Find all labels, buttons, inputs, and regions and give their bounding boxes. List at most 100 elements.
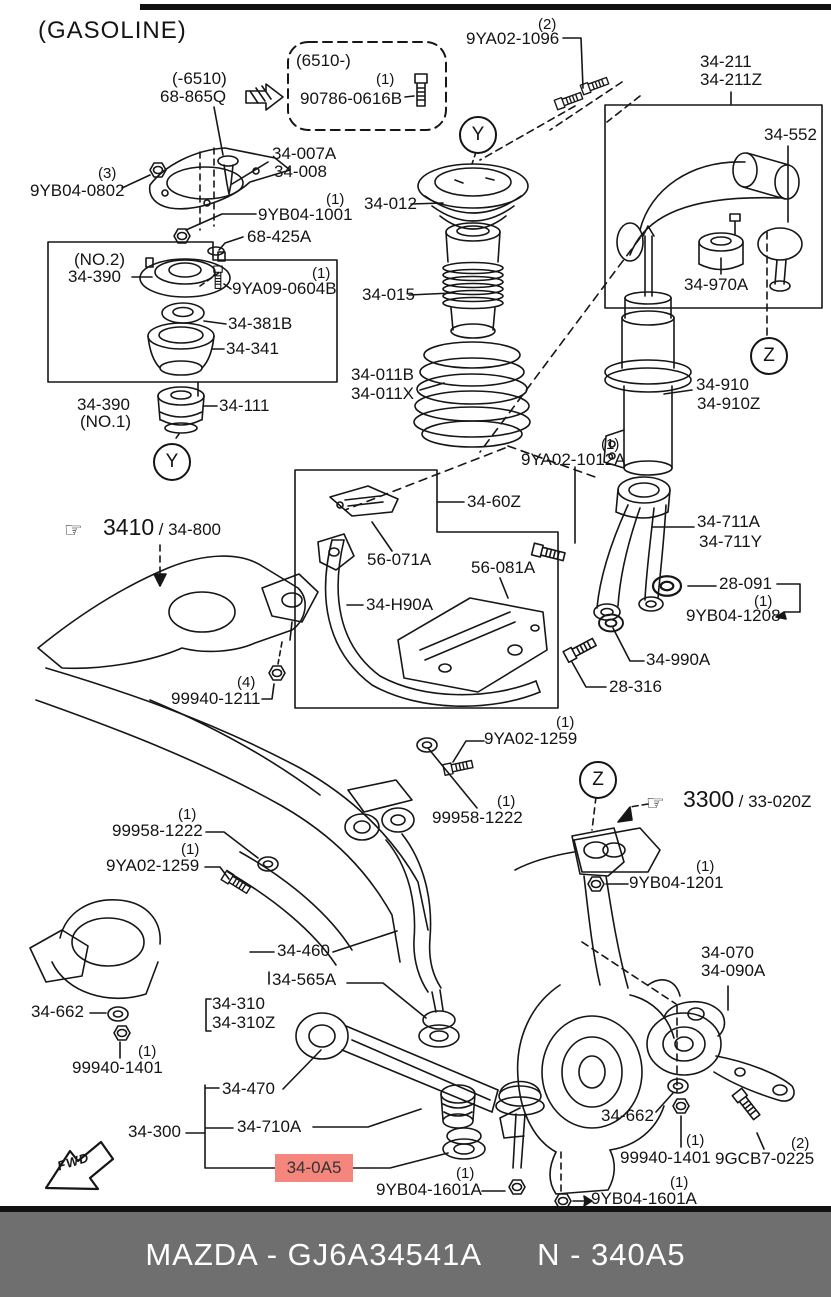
part-label-34-910: 34-910 — [696, 375, 749, 394]
part-label-99940-1401-left: 99940-1401 — [72, 1058, 163, 1077]
view-balloon-y-top: Y — [459, 116, 497, 154]
part-label-99940-1211: 99940-1211 — [171, 689, 261, 708]
part-label-34-007a: 34-007A — [272, 144, 337, 163]
stopper-34-970a — [698, 232, 744, 275]
part-label-28-316: 28-316 — [609, 677, 662, 696]
page-top-rule — [140, 4, 831, 10]
part-label-34-990a: 34-990A — [646, 650, 711, 669]
view-balloon-z-top: Z — [750, 337, 788, 375]
footer-catalog-code: MAZDA - GJ6A34541A — [145, 1236, 483, 1272]
mount-box-34-390 — [47, 241, 338, 397]
coil-spring-34-011b — [413, 341, 531, 448]
page-title: (GASOLINE) — [38, 17, 187, 44]
ref-number: 3410 — [103, 514, 155, 540]
footer-section-code: N - 340A5 — [537, 1236, 686, 1272]
part-label-9yb04-1208: 9YB04-1208 — [686, 606, 781, 625]
upper-control-arm-34-211 — [604, 91, 823, 309]
qty-label: (1) — [376, 71, 395, 88]
anchor-bracket-34-070 — [581, 941, 795, 1148]
highlighted-part-label-34-0a5: 34-0A5 — [275, 1154, 353, 1182]
part-label-34-970a: 34-970A — [684, 275, 749, 294]
clip-68-865q — [213, 106, 239, 195]
fwd-arrow — [44, 1140, 115, 1191]
nut-99940-1401-right — [672, 1098, 690, 1114]
bolt-9gcb7-0225 — [731, 1087, 765, 1150]
part-label-56-081a: 56-081A — [471, 558, 536, 577]
bracket-34-007a — [121, 147, 291, 256]
range-label: (6510-) — [296, 51, 351, 70]
part-label-34-011x: 34-011X — [351, 384, 415, 403]
qty-label: (1) — [497, 793, 516, 810]
part-label-9yb04-1601a-left: 9YB04-1601A — [376, 1180, 482, 1199]
part-label-34-015: 34-015 — [362, 285, 415, 304]
qty-label: (1) — [601, 436, 620, 453]
fork-34-711a — [574, 466, 695, 621]
part-label-34-390: 34-390 — [68, 267, 121, 286]
qty-label: (2) — [791, 1135, 810, 1152]
part-label-9gcb7-0225: 9GCB7-0225 — [715, 1149, 815, 1168]
subframe-drawing — [29, 544, 429, 1000]
part-label-9ya02-1259-left: 9YA02-1259 — [106, 856, 200, 875]
range-label: (-6510) — [172, 69, 227, 88]
part-label-34-011b: 34-011B — [351, 365, 415, 384]
qty-label: (1) — [556, 714, 575, 731]
nut-9yb04-1201 — [587, 876, 605, 892]
hand-pointer-icon: ☞ — [64, 519, 83, 542]
washer-34-662-right — [667, 1078, 689, 1094]
condition-box-6510 — [287, 41, 447, 131]
qty-label: (1) — [178, 806, 197, 823]
qty-label: (1) — [326, 191, 345, 208]
part-label-9yb04-1001: 9YB04-1001 — [258, 205, 353, 224]
part-label-9yb04-1201: 9YB04-1201 — [629, 873, 724, 892]
fasteners-right — [416, 737, 485, 809]
qty-label: (1) — [456, 1165, 475, 1182]
bolt-9ya02-1012a — [530, 542, 567, 564]
part-label-9ya09-0604b: 9YA09-0604B — [232, 279, 337, 298]
part-label-9yb04-0802: 9YB04-0802 — [30, 181, 125, 200]
brace-box-34-60z — [294, 469, 559, 709]
part-label-34-60z: 34-60Z — [467, 492, 521, 511]
footer-banner: MAZDA - GJ6A34541A N - 340A5 — [0, 1206, 831, 1297]
part-label-34-910z: 34-910Z — [697, 394, 761, 413]
view-balloon-z-mid: Z — [579, 761, 617, 799]
part-label-34-310: 34-310 — [212, 994, 265, 1013]
spring-seat-34-012 — [410, 151, 529, 230]
nut-9yb04-1001 — [173, 228, 191, 244]
part-label-34-552: 34-552 — [764, 125, 817, 144]
part-label-99940-1401-right: 99940-1401 — [620, 1148, 711, 1167]
bolt-28-316 — [562, 635, 607, 688]
ref-3300-33-020z: 3300 / 33-020Z — [683, 786, 811, 813]
nut-9yb04-0802 — [149, 162, 167, 178]
part-label-34-470: 34-470 — [222, 1079, 275, 1098]
part-label-34-090a: 34-090A — [701, 961, 766, 980]
ref-part: / 34-800 — [158, 520, 222, 539]
part-label-68-425a: 68-425A — [247, 227, 312, 246]
part-label-34-111: 34-111 — [219, 396, 270, 415]
part-label-34-341: 34-341 — [226, 339, 279, 358]
part-label-28-091: 28-091 — [719, 574, 772, 593]
part-label-34-211: 34-211 — [700, 52, 752, 71]
part-label-99958-1222-left: 99958-1222 — [112, 821, 203, 840]
nut-28-091 — [651, 575, 801, 620]
transition-arrow-icon — [245, 83, 284, 111]
note-label: (NO.1) — [80, 412, 131, 431]
hand-pointer-icon: ☞ — [646, 792, 665, 815]
part-label-9ya02-1012a: 9YA02-1012A — [521, 450, 626, 469]
ref-part: / 33-020Z — [738, 792, 812, 811]
mount-block-3300 — [514, 803, 661, 885]
qty-label: (1) — [670, 1174, 689, 1191]
qty-label: (1) — [312, 265, 331, 282]
note-label: (NO.2) — [74, 250, 125, 269]
stabilizer-link-34-460 — [249, 779, 460, 1048]
part-label-34-008: 34-008 — [274, 162, 327, 181]
nut-9yb04-1601a-left — [508, 1179, 526, 1195]
part-label-34-460: 34-460 — [277, 941, 330, 960]
qty-label: (2) — [538, 16, 557, 33]
qty-label: (3) — [98, 165, 117, 182]
dust-boot-34-015 — [408, 222, 504, 339]
part-label-34-565a: 34-565A — [272, 970, 337, 989]
part-label-34-711a: 34-711A — [697, 512, 761, 531]
part-label-34-070: 34-070 — [701, 943, 754, 962]
bracket-34-310 — [205, 998, 212, 1032]
